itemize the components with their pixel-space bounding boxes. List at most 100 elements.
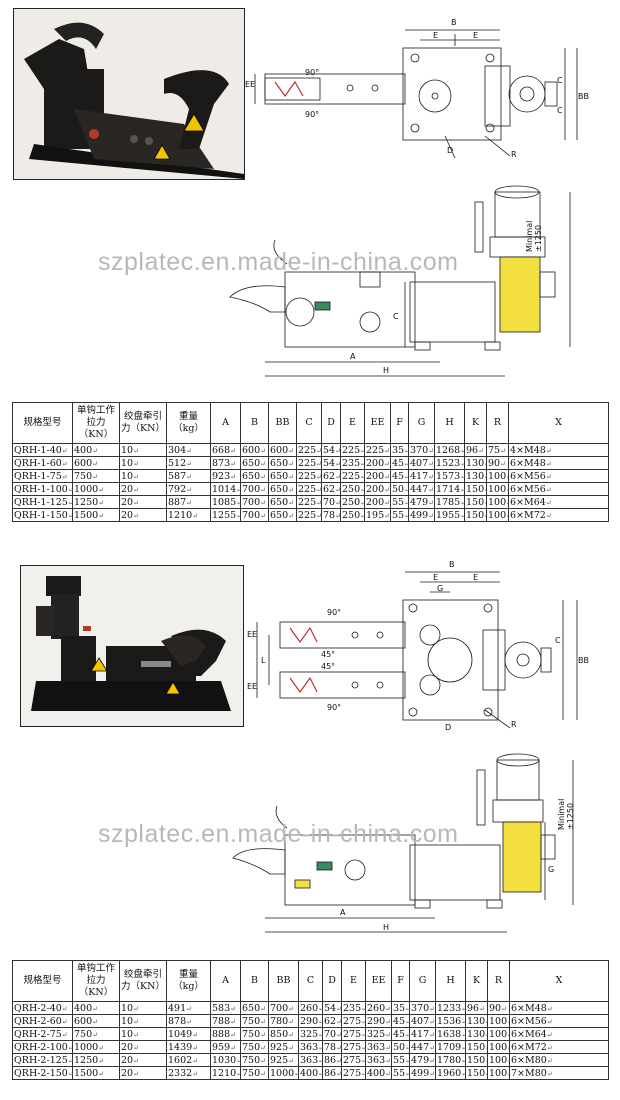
table-cell: QRH-1-100 (12, 482, 73, 496)
table-cell: 90 (487, 1001, 510, 1015)
elevation-view-drawing-2: A H G Minimal ±1250 (225, 740, 585, 940)
table-cell: QRH-2-150 (12, 1066, 73, 1080)
table-cell: 10 (119, 443, 167, 457)
spec-table-qrh1: 规格型号 单钩工作拉力（KN） 绞盘牵引力（KN） 重量（kg） A B BB … (12, 402, 609, 522)
header-cell: BB (268, 960, 299, 1002)
dim-label: E (433, 573, 439, 582)
table-cell: 887 (166, 495, 211, 509)
header-cell: 规格型号 (12, 960, 73, 1002)
dim-label: 90° (305, 68, 320, 77)
table-cell: QRH-1-125 (12, 495, 73, 509)
header-cell: G (408, 402, 435, 444)
table-cell: 54 (322, 1001, 342, 1015)
table-cell: 20 (119, 508, 167, 522)
table-cell: 1500 (72, 1066, 120, 1080)
dim-label: L (261, 656, 266, 665)
watermark-text: szplatec.en.made-in-china.com (98, 820, 459, 848)
table-cell: 1233 (435, 1001, 466, 1015)
table-cell: 1085 (210, 495, 241, 509)
table-cell: 363 (365, 1053, 392, 1067)
table-cell: 90 (486, 456, 509, 470)
dim-label: D (447, 146, 454, 155)
table-cell: 45 (390, 469, 409, 483)
table-cell: 407 (408, 456, 435, 470)
table-cell: 792 (166, 482, 211, 496)
table-cell: 100 (486, 508, 509, 522)
table-cell: 6×M56 (508, 469, 609, 483)
table-cell: QRH-2-125 (12, 1053, 73, 1067)
header-cell: 绞盘牵引力（KN） (119, 960, 167, 1002)
table-cell: 788 (210, 1014, 241, 1028)
table-row: QRH-1-1501500201210125570065022578250195… (12, 508, 609, 522)
table-cell: 1714 (434, 482, 465, 496)
table-cell: 100 (486, 469, 509, 483)
table-cell: 888 (210, 1027, 241, 1041)
table-cell: 130 (464, 469, 487, 483)
table-cell: 150 (465, 1040, 488, 1054)
table-cell: 55 (390, 508, 409, 522)
table-cell: 600 (240, 443, 269, 457)
table-cell: 96 (464, 443, 487, 457)
dim-label: 90° (327, 608, 342, 617)
table-cell: 150 (464, 508, 487, 522)
header-cell: D (322, 960, 342, 1002)
elevation-view-drawing-1: A H C Minimal ±1250 (225, 172, 585, 387)
table-cell: 407 (409, 1014, 436, 1028)
table-cell: 45 (391, 1027, 410, 1041)
table-cell: 275 (341, 1040, 366, 1054)
watermark-text: szplatec.en.made-in-china.com (98, 248, 459, 276)
dim-label: C (557, 76, 563, 85)
table-cell: 959 (210, 1040, 241, 1054)
table-cell: 45 (390, 456, 409, 470)
table-cell: 925 (268, 1040, 299, 1054)
table-cell: 35 (391, 1001, 410, 1015)
table-cell: 62 (321, 469, 341, 483)
table-row: QRH-1-7575010587923650650225622252004541… (12, 469, 609, 483)
table-cell: 275 (341, 1027, 366, 1041)
table-cell: 750 (240, 1053, 269, 1067)
table-cell: 499 (409, 1066, 436, 1080)
table-cell: 260 (365, 1001, 392, 1015)
table-cell: 1955 (434, 508, 465, 522)
header-cell: G (409, 960, 436, 1002)
header-cell: X (508, 402, 609, 444)
dim-label: G (548, 865, 555, 874)
table-cell: 668 (210, 443, 241, 457)
table-cell: 479 (408, 495, 435, 509)
table-cell: 1030 (210, 1053, 241, 1067)
table-row: QRH-1-1001000207921014700650225622502005… (12, 482, 609, 496)
table-cell: 195 (364, 508, 391, 522)
header-cell: BB (268, 402, 297, 444)
table-row: QRH-2-1501500202332121075010004008627540… (12, 1066, 609, 1080)
table-cell: 6×M56 (508, 482, 609, 496)
table-cell: 363 (365, 1040, 392, 1054)
table-cell: 370 (408, 443, 435, 457)
table-cell: 250 (340, 482, 365, 496)
header-cell: 单钩工作拉力（KN） (72, 960, 120, 1002)
header-cell: B (240, 960, 269, 1002)
table-cell: 499 (408, 508, 435, 522)
dim-label: R (511, 150, 517, 159)
table-cell: 290 (365, 1014, 392, 1028)
table-cell: 20 (119, 1040, 167, 1054)
table-cell: 235 (340, 456, 365, 470)
table-cell: 1255 (210, 508, 241, 522)
table-cell: 400 (365, 1066, 392, 1080)
table-cell: 780 (268, 1014, 299, 1028)
table-cell: 1268 (434, 443, 465, 457)
table-cell: 370 (409, 1001, 436, 1015)
header-cell: 规格型号 (12, 402, 73, 444)
table-cell: QRH-2-60 (12, 1014, 73, 1028)
table-row: QRH-2-1251250201602103075092536386275363… (12, 1053, 609, 1067)
dim-label: G (437, 584, 444, 593)
header-cell: R (487, 960, 510, 1002)
header-cell: 重量（kg） (166, 402, 211, 444)
dim-label: H (383, 923, 390, 932)
table-cell: 290 (298, 1014, 323, 1028)
dim-label: E (473, 31, 479, 40)
table-cell: QRH-1-60 (12, 456, 73, 470)
table-cell: 6×M64 (508, 495, 609, 509)
table-cell: 10 (119, 1001, 167, 1015)
table-cell: 1523 (434, 456, 465, 470)
table-row: QRH-1-4040010304668600600225542252253537… (12, 443, 609, 457)
